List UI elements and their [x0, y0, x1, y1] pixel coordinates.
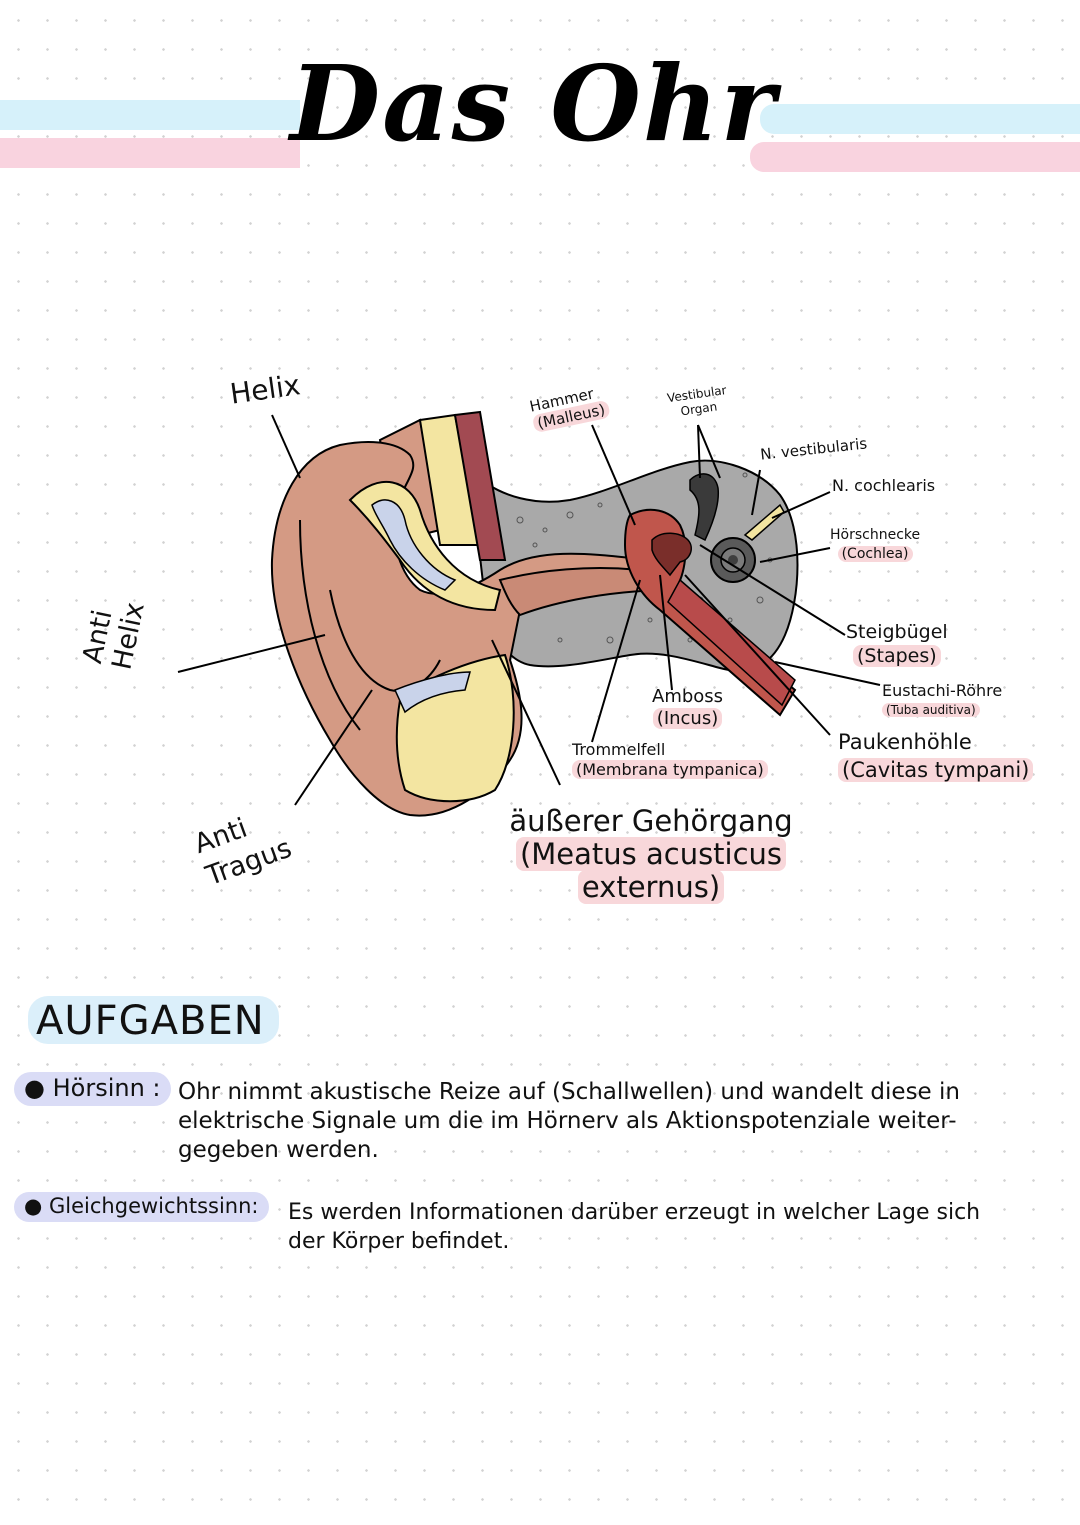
title-band-blue-right: [760, 104, 1080, 134]
label-gehoergang-3: externus): [577, 870, 725, 904]
desc-gleichgewichtssinn-line-1: Es werden Informationen darüber erzeugt …: [288, 1200, 981, 1225]
section-title-aufgaben: AUFGABEN: [28, 996, 279, 1044]
title-band-blue-left: [0, 100, 300, 130]
ossicles: [651, 532, 692, 577]
label-eustachi-1: Eustachi-Röhre: [882, 681, 1003, 700]
label-hoerschnecke: Hörschnecke (Cochlea): [830, 526, 920, 564]
label-eustachi: Eustachi-Röhre (Tuba auditiva): [882, 682, 1002, 719]
label-n-cochlearis: N. cochlearis: [832, 476, 936, 495]
desc-hoersinn-line-3: gegeben werden.: [178, 1137, 379, 1163]
label-gehoergang: äußerer Gehörgang (Meatus acusticus exte…: [486, 805, 816, 904]
desc-hoersinn-line-2: elektrische Signale um die im Hörnerv al…: [178, 1108, 957, 1134]
label-hoerschnecke-2: (Cochlea): [837, 546, 913, 562]
helix-rim: [299, 519, 361, 731]
term-gleichgewichtssinn: ● Gleichgewichtssinn:: [14, 1192, 269, 1222]
ear-canal: [498, 567, 663, 617]
page-title: Das Ohr: [290, 42, 778, 165]
label-steigbuegel: Steigbügel (Stapes): [846, 620, 948, 668]
label-paukenhoehle-1: Paukenhöhle: [838, 730, 972, 754]
label-amboss-2: (Incus): [652, 708, 723, 729]
label-steigbuegel-1: Steigbügel: [846, 621, 948, 643]
label-gehoergang-1: äußerer Gehörgang: [509, 804, 793, 838]
desc-gleichgewichtssinn: Es werden Informationen darüber erzeugt …: [288, 1198, 980, 1256]
bullet-icon: ●: [24, 1074, 45, 1102]
desc-hoersinn: Ohr nimmt akustische Reize auf (Schallwe…: [178, 1078, 960, 1165]
eustachian-tube: [667, 578, 796, 707]
label-amboss: Amboss (Incus): [652, 686, 723, 730]
term-hoersinn: ● Hörsinn :: [14, 1072, 171, 1106]
label-steigbuegel-2: (Stapes): [853, 645, 941, 667]
cavity-upper: [371, 499, 457, 591]
title-band-pink-right: [750, 142, 1080, 172]
bullet-icon: ●: [24, 1194, 43, 1218]
ear-diagram: [177, 410, 881, 817]
muscle-strip: [453, 410, 507, 561]
label-paukenhoehle-2: (Cavitas tympani): [838, 758, 1034, 782]
term-gleichgewichtssinn-label: Gleichgewichtssinn:: [49, 1194, 259, 1218]
label-trommelfell-2: (Membrana tympanica): [572, 760, 768, 779]
label-trommelfell-1: Trommelfell: [572, 740, 666, 759]
concha: [329, 589, 441, 692]
label-eustachi-2: (Tuba auditiva): [882, 703, 980, 717]
label-gehoergang-2: (Meatus acusticus: [515, 837, 787, 871]
label-hoerschnecke-1: Hörschnecke: [830, 527, 921, 543]
leader-lines: [177, 414, 881, 806]
desc-gleichgewichtssinn-line-2: der Körper befindet.: [288, 1229, 510, 1254]
cavity-lower: [393, 671, 471, 714]
title-band-pink-left: [0, 138, 300, 168]
label-trommelfell: Trommelfell (Membrana tympanica): [572, 740, 768, 780]
vestibular-organ: [689, 473, 720, 542]
term-hoersinn-label: Hörsinn :: [52, 1074, 161, 1102]
label-paukenhoehle: Paukenhöhle (Cavitas tympani): [838, 728, 1034, 784]
label-amboss-1: Amboss: [652, 686, 724, 707]
desc-hoersinn-line-1: Ohr nimmt akustische Reize auf (Schallwe…: [178, 1079, 960, 1105]
